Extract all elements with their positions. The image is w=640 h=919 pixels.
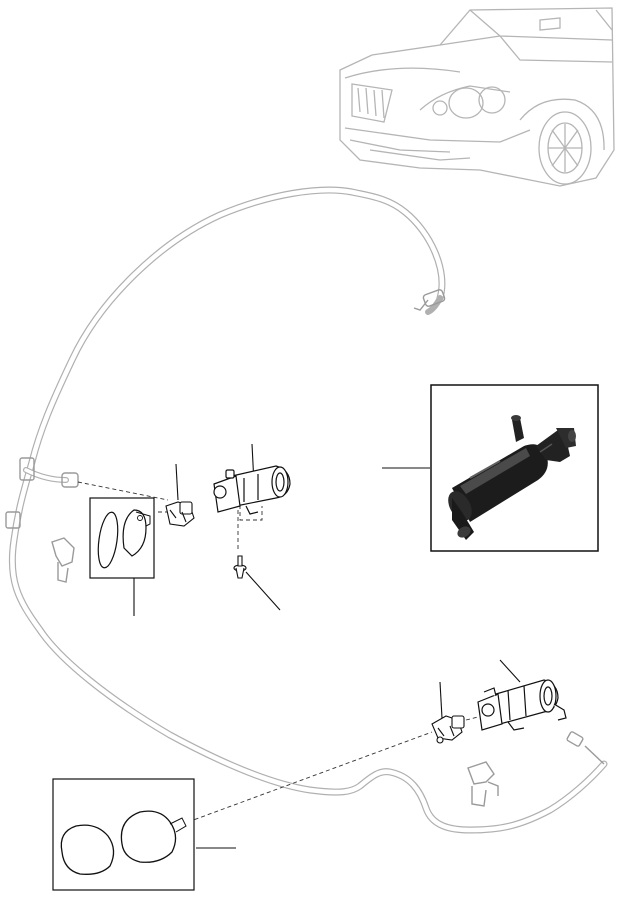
left-connector [165, 501, 195, 527]
right-connector [431, 715, 465, 744]
left-screw [233, 555, 247, 579]
connector-icon [5, 289, 605, 765]
pump-photo-icon [448, 415, 576, 540]
washer-pump-photo-inset [430, 384, 599, 552]
alignment-lines [77, 481, 491, 823]
hose-line-icon [8, 186, 608, 834]
right-nozzle-cover-inset [52, 778, 195, 891]
clip-icon [51, 537, 499, 807]
left-nozzle-cover-inset [89, 497, 155, 579]
right-washer-pump [477, 679, 567, 731]
left-washer-pump [213, 465, 291, 515]
car-outline-icon [339, 7, 615, 187]
